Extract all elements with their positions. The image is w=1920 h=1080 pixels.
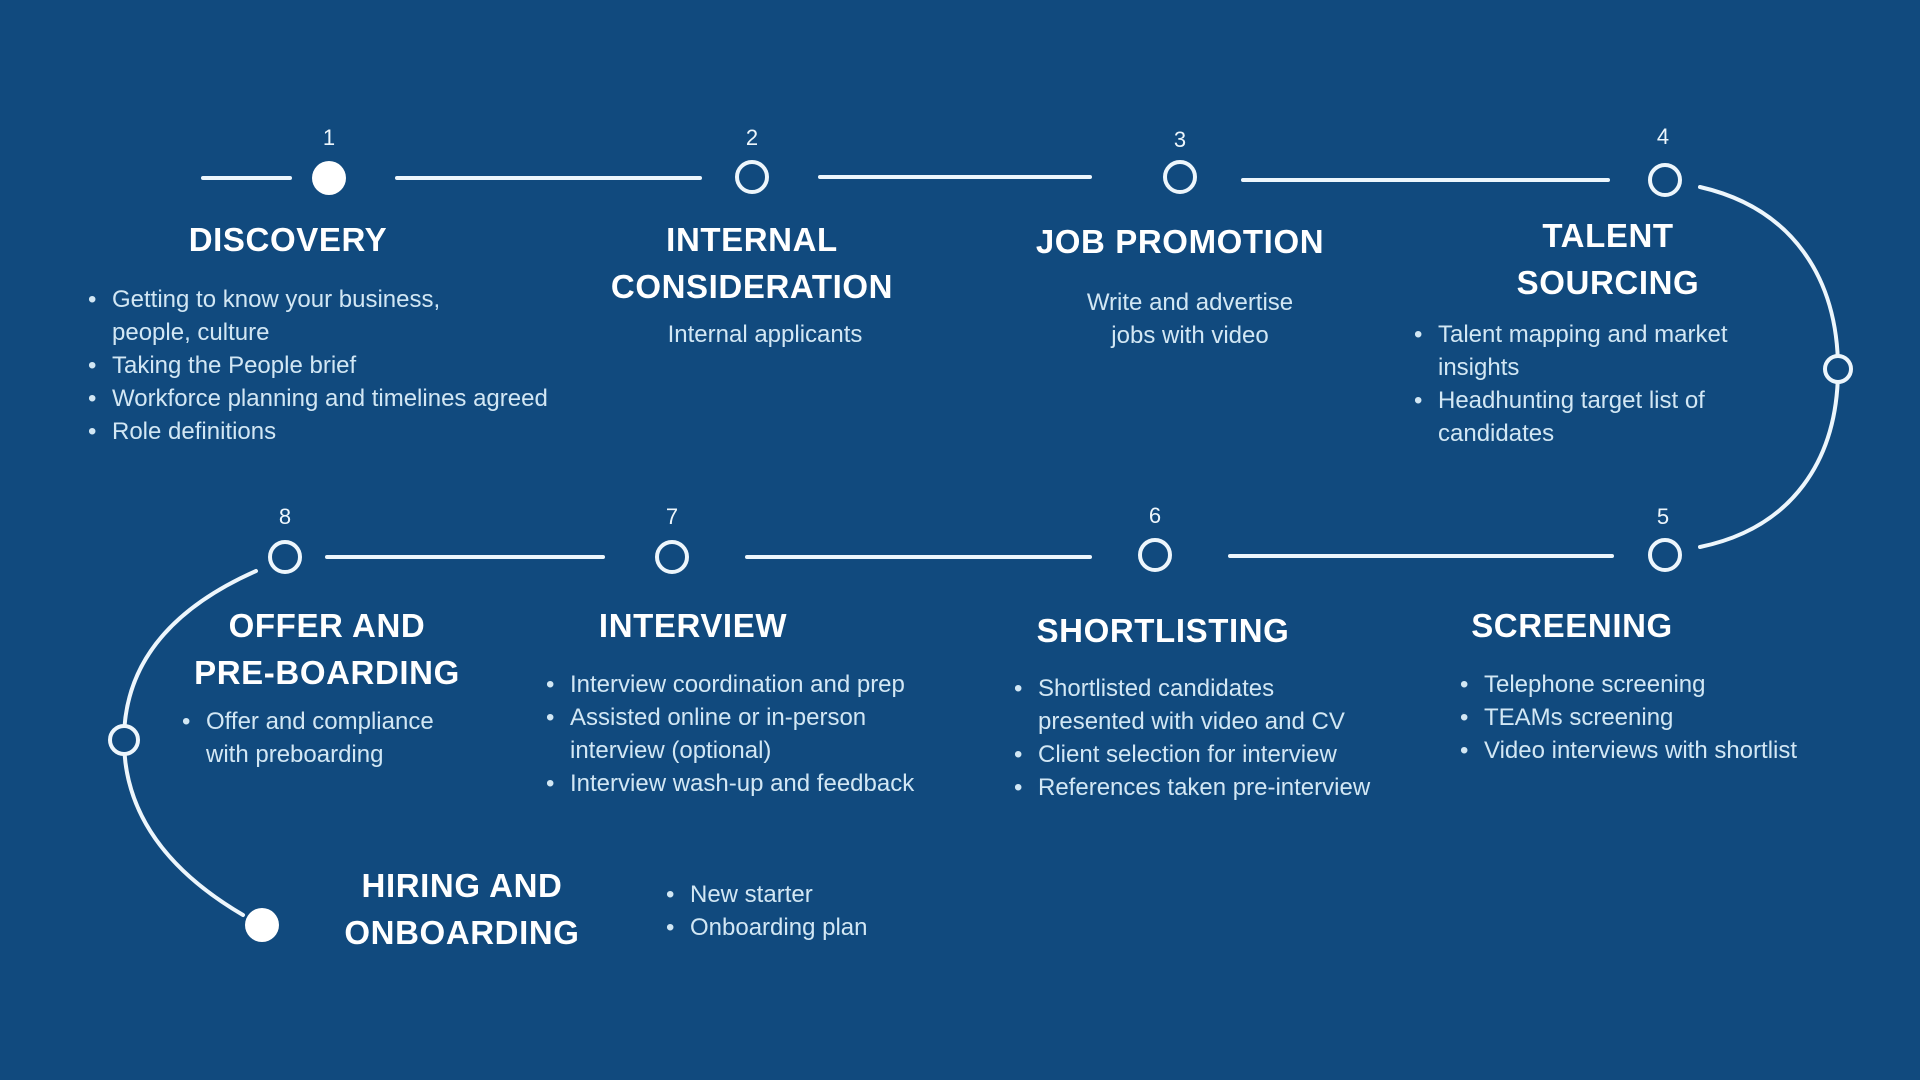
bullet-item: Role definitions	[86, 415, 548, 448]
bullet-item: Client selection for interview	[1012, 738, 1370, 771]
step-1-marker	[312, 161, 346, 195]
curve-midpoint-marker-right	[1823, 354, 1853, 384]
bullet-item: Interview wash-up and feedback	[544, 767, 914, 800]
step-8-title: OFFER AND PRE-BOARDING	[194, 607, 460, 691]
bullet-item: Interview coordination and prep	[544, 668, 914, 701]
step-7-marker	[655, 540, 689, 574]
step-3-number: 3	[1173, 127, 1187, 152]
step-5-number: 5	[1656, 504, 1670, 529]
step-4-bullets: Talent mapping and market insights Headh…	[1412, 318, 1728, 450]
step-3-marker	[1163, 160, 1197, 194]
step-4-title: TALENT SOURCING	[1516, 217, 1700, 301]
bullet-item: Talent mapping and market insights	[1412, 318, 1728, 384]
bullet-item: Telephone screening	[1458, 668, 1797, 701]
bullet-item: Assisted online or in-person interview (…	[544, 701, 914, 767]
final-step-bullets: New starter Onboarding plan	[664, 878, 867, 944]
step-1-title: DISCOVERY	[188, 221, 388, 258]
final-step-title: HIRING AND ONBOARDING	[344, 867, 580, 951]
step-4-marker	[1648, 163, 1682, 197]
bullet-item: Taking the People brief	[86, 349, 548, 382]
step-8-marker	[268, 540, 302, 574]
bullet-item: Video interviews with shortlist	[1458, 734, 1797, 767]
step-1-number: 1	[322, 125, 336, 150]
step-3-title: JOB PROMOTION	[1035, 223, 1325, 260]
bullet-item: References taken pre-interview	[1012, 771, 1370, 804]
step-6-title: SHORTLISTING	[1036, 612, 1290, 649]
step-2-marker	[735, 160, 769, 194]
bullet-item: New starter	[664, 878, 867, 911]
step-8-number: 8	[278, 504, 292, 529]
step-7-title: INTERVIEW	[598, 607, 788, 644]
bullet-item: Onboarding plan	[664, 911, 867, 944]
step-3-description: Write and advertise jobs with video	[1086, 289, 1294, 349]
step-5-marker	[1648, 538, 1682, 572]
curve-midpoint-marker-left	[108, 724, 140, 756]
step-4-number: 4	[1656, 124, 1670, 149]
step-2-description: Internal applicants	[667, 321, 863, 348]
step-5-bullets: Telephone screening TEAMs screening Vide…	[1458, 668, 1797, 767]
step-6-bullets: Shortlisted candidates presented with vi…	[1012, 672, 1370, 804]
bullet-item: Workforce planning and timelines agreed	[86, 382, 548, 415]
bullet-item: TEAMs screening	[1458, 701, 1797, 734]
bullet-item: Getting to know your business, people, c…	[86, 283, 548, 349]
step-7-number: 7	[665, 504, 679, 529]
step-2-number: 2	[745, 125, 759, 150]
bullet-item: Shortlisted candidates presented with vi…	[1012, 672, 1370, 738]
bullet-item: Headhunting target list of candidates	[1412, 384, 1728, 450]
step-1-bullets: Getting to know your business, people, c…	[86, 283, 548, 448]
bullet-item: Offer and compliance with preboarding	[180, 705, 434, 771]
step-2-title: INTERNAL CONSIDERATION	[610, 221, 894, 305]
step-6-marker	[1138, 538, 1172, 572]
step-8-bullets: Offer and compliance with preboarding	[180, 705, 434, 771]
step-7-bullets: Interview coordination and prep Assisted…	[544, 668, 914, 800]
step-5-title: SCREENING	[1471, 607, 1673, 644]
step-6-number: 6	[1148, 503, 1162, 528]
final-step-marker	[245, 908, 279, 942]
